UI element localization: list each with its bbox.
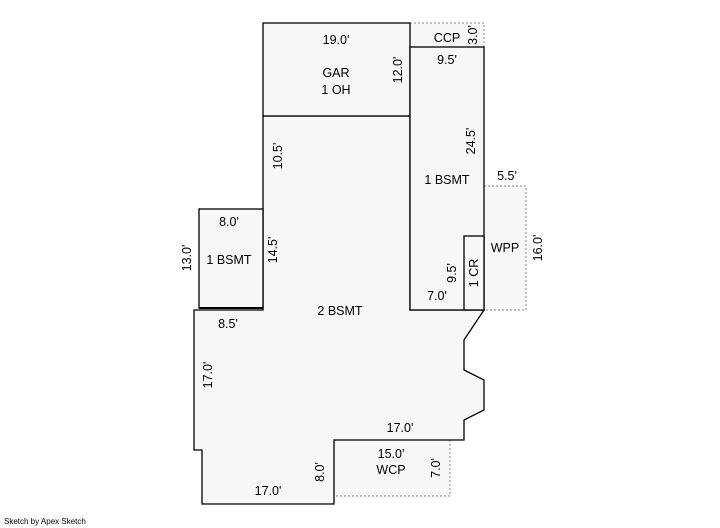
bsmt1-right-side-label: 24.5'	[464, 128, 478, 155]
bsmt1-right-name-label: 1 BSMT	[424, 173, 470, 187]
bsmt1-left-name-label: 1 BSMT	[206, 253, 252, 267]
ccp-name-label: CCP	[434, 31, 460, 45]
wpp-width-label: 5.5'	[497, 169, 517, 183]
wpp-height-label: 16.0'	[531, 235, 545, 262]
garage-sub-label: 1 OH	[321, 83, 350, 97]
bsmt1-left-height-label: 13.0'	[180, 245, 194, 272]
wcp-name-label: WCP	[376, 463, 405, 477]
bsmt1-left-inner-label: 14.5'	[266, 237, 280, 264]
garage-depth-label: 12.0'	[391, 57, 405, 84]
wpp-outline	[483, 185, 527, 311]
wcp-depth-label: 7.0'	[429, 458, 443, 478]
garage-name-label: GAR	[322, 66, 349, 80]
bsmt1-right-bottom-label: 7.0'	[427, 289, 447, 303]
bsmt2-notch-label: 10.5'	[271, 143, 285, 170]
ccp-depth-label: 3.0'	[466, 25, 480, 45]
bsmt2-name-label: 2 BSMT	[317, 304, 363, 318]
bsmt1-left-width-label: 8.0'	[219, 215, 239, 229]
bsmt2-left-top-label: 8.5'	[218, 317, 238, 331]
bsmt1-right-top-label: 9.5'	[437, 53, 457, 67]
sketch-credit: Sketch by Apex Sketch	[4, 517, 86, 526]
cr-outline	[463, 235, 485, 311]
wcp-width-label: 15.0'	[378, 447, 405, 461]
garage-width-label: 19.0'	[323, 33, 350, 47]
bsmt2-step-label: 8.0'	[313, 462, 327, 482]
wpp-name-label: WPP	[491, 241, 519, 255]
cr-height-label: 9.5'	[445, 263, 459, 283]
bsmt2-lower-label: 17.0'	[387, 421, 414, 435]
bsmt2-bottom-label: 17.0'	[255, 484, 282, 498]
cr-name-label: 1 CR	[467, 259, 481, 287]
bsmt2-left-label: 17.0'	[201, 362, 215, 389]
